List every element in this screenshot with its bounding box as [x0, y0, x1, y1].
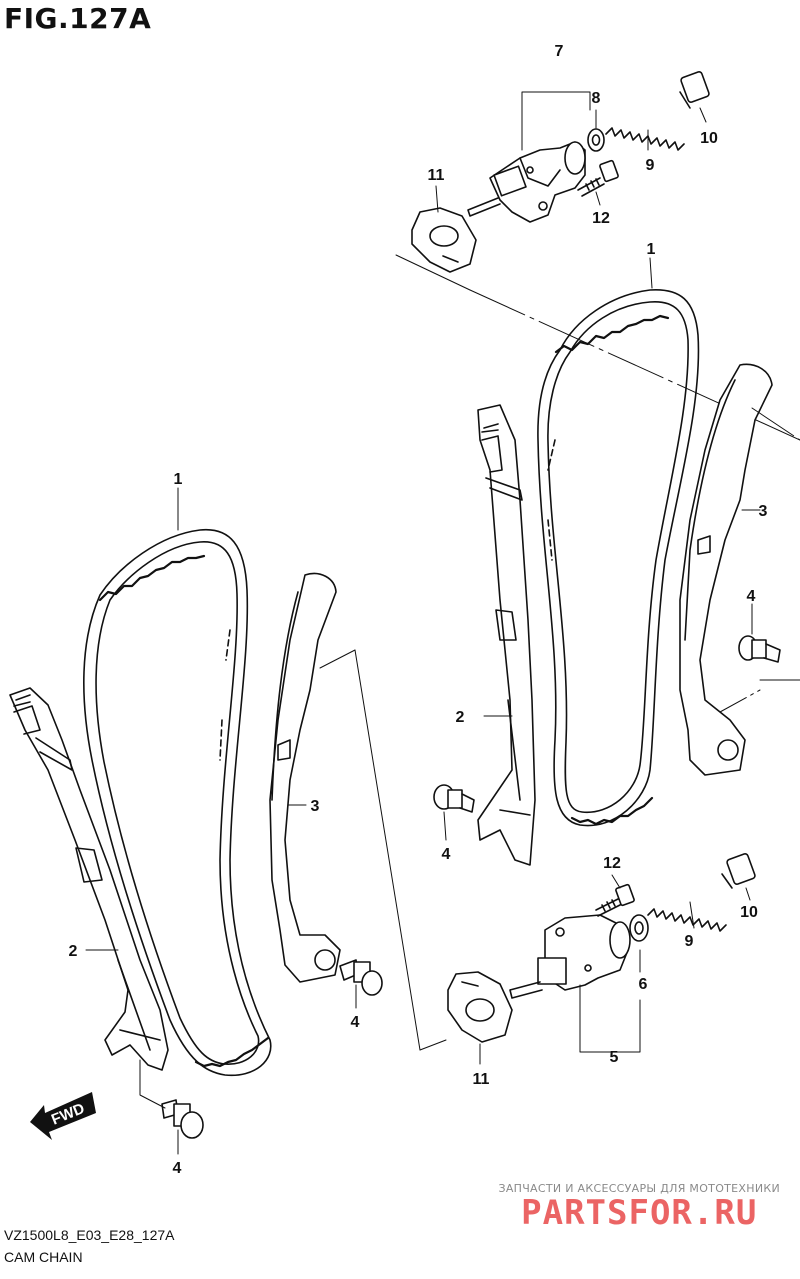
callout-8: 8: [592, 90, 601, 107]
cam-chain-tensioner-lever-upper: [679, 363, 773, 776]
callout-10-bottom: 10: [740, 904, 758, 921]
cam-chain-tensioner-front: [509, 914, 631, 999]
callout-1-lower: 1: [174, 471, 183, 488]
callout-3-lower: 3: [311, 798, 320, 815]
callout-11-top: 11: [428, 167, 445, 184]
callout-9-bottom: 9: [685, 933, 694, 950]
callout-11-bottom: 11: [473, 1071, 490, 1088]
gasket-11-bottom: [447, 971, 513, 1043]
figure-title: FIG.127A: [4, 2, 152, 35]
watermark-logo: PARTSFOR.RU: [521, 1193, 758, 1233]
cam-chain-upper: [537, 289, 700, 827]
cam-chain-guide-upper: [477, 404, 536, 866]
washer-6: [629, 914, 649, 942]
callout-4-lower-bottom: 4: [173, 1160, 182, 1177]
bolt-4-lower-right: [339, 959, 383, 996]
bolt-12-bottom: [595, 883, 635, 917]
washer-8: [587, 128, 605, 152]
cam-chain-guide-lower: [9, 687, 169, 1071]
callout-6: 6: [639, 976, 648, 993]
section-name: CAM CHAIN: [4, 1249, 83, 1265]
callout-5: 5: [610, 1049, 619, 1066]
spring-9-top: [605, 127, 685, 151]
callout-7: 7: [555, 43, 564, 60]
callout-2-upper: 2: [456, 709, 465, 726]
watermark-caption: ЗАПЧАСТИ И АКСЕССУАРЫ ДЛЯ МОТОТЕХНИКИ: [498, 1182, 780, 1195]
callout-4-lower-right: 4: [351, 1014, 360, 1031]
bolt-4-upper-left: [433, 784, 475, 813]
bolt-10-top: [679, 71, 710, 109]
callout-4-upper-right: 4: [747, 588, 756, 605]
callout-9-top: 9: [646, 157, 655, 174]
callout-12-top: 12: [592, 210, 610, 227]
bolt-4-lower-bottom: [161, 1099, 204, 1139]
cam-chain-tensioner-rear: [467, 141, 586, 223]
cam-chain-tensioner-lever-lower: [269, 572, 341, 983]
bolt-12-top: [577, 159, 619, 197]
bolt-10-bottom: [721, 853, 756, 889]
gasket-11-top: [411, 207, 477, 273]
model-code: VZ1500L8_E03_E28_127A: [4, 1227, 175, 1243]
callout-3-upper: 3: [759, 503, 768, 520]
callout-10-top: 10: [700, 130, 718, 147]
callout-2-lower: 2: [69, 943, 78, 960]
callout-12-bottom: 12: [603, 855, 621, 872]
callout-4-upper-left: 4: [442, 846, 451, 863]
callout-1-upper: 1: [647, 241, 656, 258]
watermark: ЗАПЧАСТИ И АКСЕССУАРЫ ДЛЯ МОТОТЕХНИКИ PA…: [498, 1182, 780, 1233]
spring-9-bottom: [647, 908, 727, 932]
cam-chain-lower: [83, 528, 272, 1077]
forward-direction-arrow: FWD: [30, 1092, 96, 1140]
bolt-4-upper-right: [738, 635, 781, 663]
